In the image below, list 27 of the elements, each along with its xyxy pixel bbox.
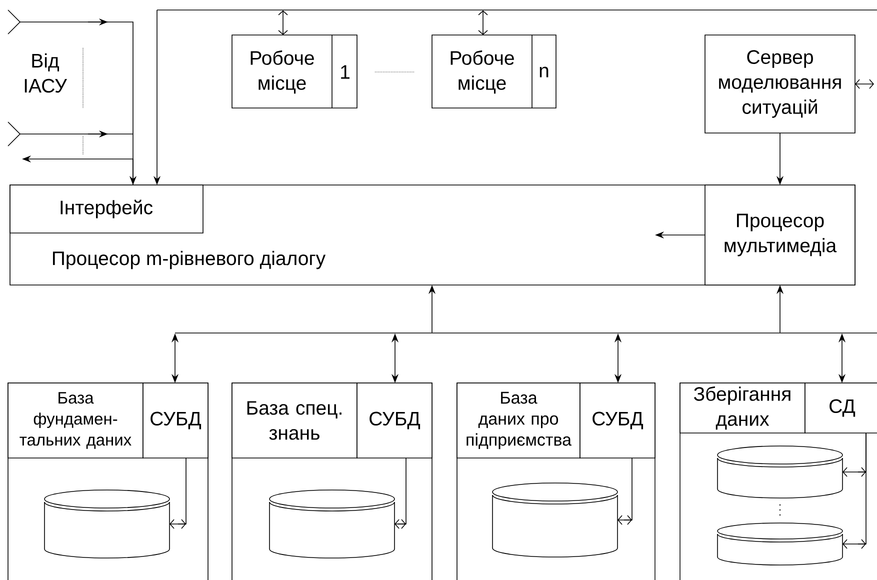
server-box: Сервер моделювання ситуацій — [704, 34, 856, 134]
arrow — [842, 432, 866, 549]
dbms-cell: СУБД — [580, 382, 656, 458]
database-name-cell: База даних про підприємства — [456, 382, 580, 458]
arrow — [478, 10, 488, 35]
database-cylinder — [717, 522, 843, 566]
workstation-box: Робоче місце 1 — [232, 34, 358, 108]
interface-box: Інтерфейс — [10, 184, 204, 234]
workstation-box: Робоче місце n — [432, 34, 556, 108]
storage-manager-cell: СД — [804, 382, 877, 434]
arrow — [855, 79, 874, 89]
source-label: Від ІАСУ — [24, 53, 68, 93]
database-cylinder — [717, 446, 843, 498]
arrow — [618, 458, 632, 525]
arrow — [170, 458, 186, 529]
arrow — [278, 10, 288, 35]
arrow — [8, 122, 134, 146]
database-cylinder — [269, 490, 395, 558]
dbms-cell: СУБД — [142, 382, 208, 458]
multimedia-processor-box: Процесор мультимедіа — [704, 184, 856, 286]
arrow — [394, 458, 406, 529]
storage-name-cell: Зберігання даних — [680, 382, 806, 434]
arrow — [8, 10, 134, 134]
database-name-cell: База спец. знань — [232, 382, 358, 458]
database-cylinder — [492, 482, 618, 558]
dbms-cell: СУБД — [356, 382, 432, 458]
database-cylinder — [44, 490, 170, 558]
